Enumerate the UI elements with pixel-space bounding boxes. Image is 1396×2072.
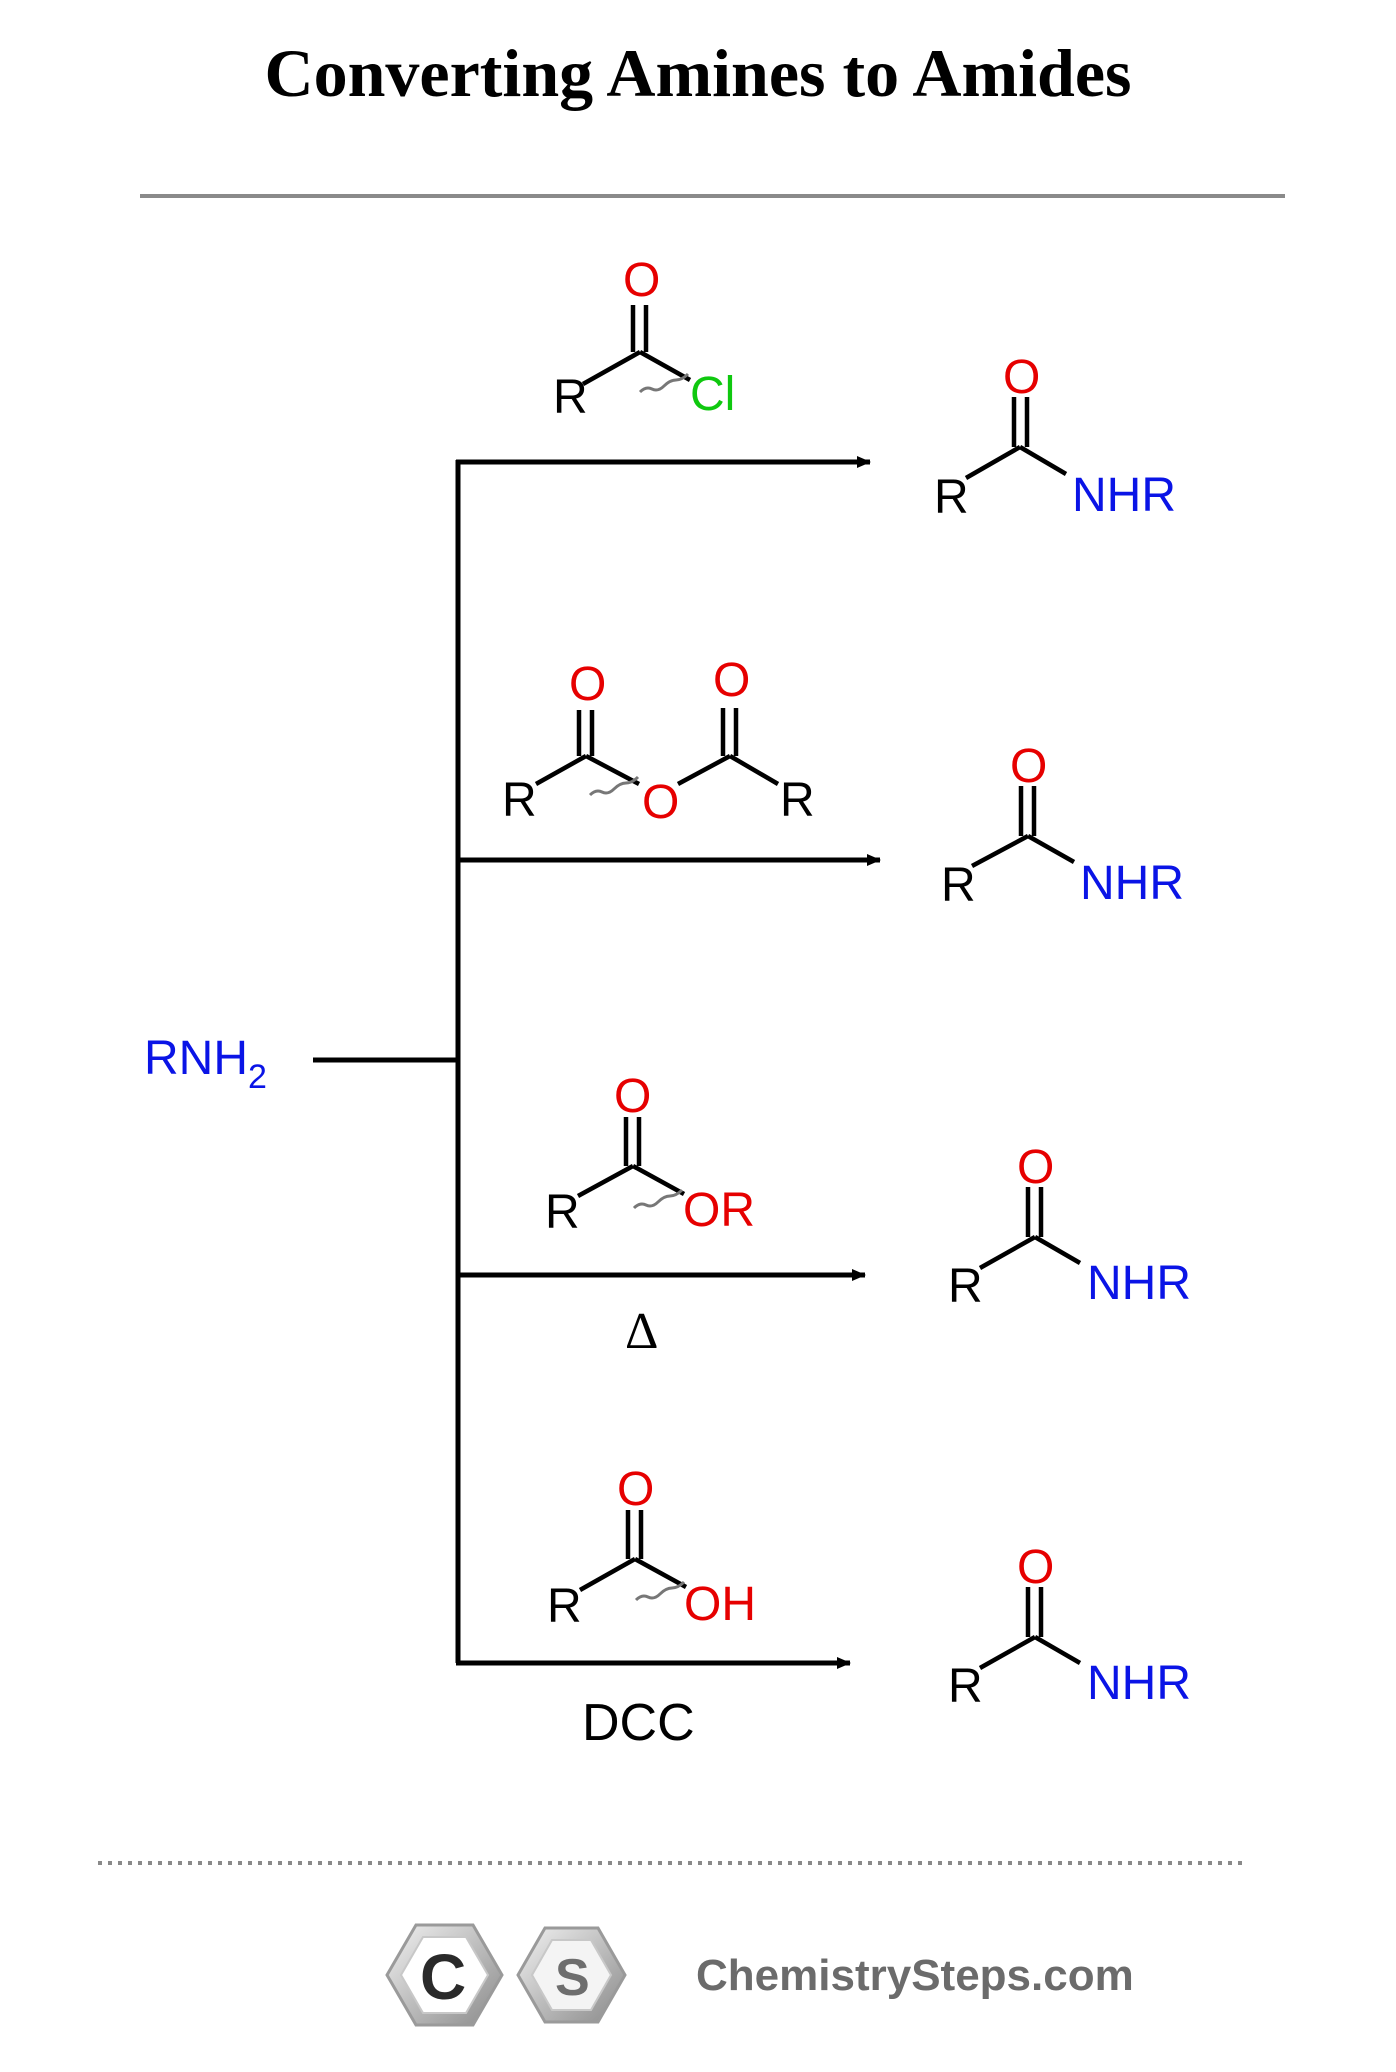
product-3-oxygen: O	[1017, 1141, 1054, 1194]
reagent-ester: O R OR	[545, 1070, 755, 1239]
product-4-amide-nitrogen: NHR	[1087, 1657, 1191, 1710]
reagent-2-r-group-left: R	[502, 774, 537, 827]
product-2-r-group: R	[941, 859, 976, 912]
reagent-2-oxygen-left: O	[569, 658, 606, 711]
product-1-oxygen: O	[1003, 351, 1040, 404]
product-amide-4: O R NHR	[948, 1541, 1191, 1713]
reagent-1-oxygen: O	[623, 254, 660, 307]
reagent-3-oxygen: O	[614, 1070, 651, 1123]
logo-letter-c: C	[420, 1941, 466, 2013]
chemistry-steps-logo: C S	[385, 1923, 627, 2027]
product-3-amide-nitrogen: NHR	[1087, 1257, 1191, 1310]
reagent-acid-chloride: O R Cl	[553, 254, 735, 424]
reagent-2-r-group-right: R	[780, 774, 815, 827]
product-amide-3: O R NHR	[948, 1141, 1191, 1313]
product-2-oxygen: O	[1010, 740, 1047, 793]
reagent-2-oxygen-right: O	[713, 654, 750, 707]
reagent-4-r-group: R	[547, 1580, 582, 1633]
condition-heat: Δ	[625, 1303, 658, 1360]
reagent-3-r-group: R	[545, 1186, 580, 1239]
reagent-4-leaving-group: OH	[684, 1578, 756, 1631]
reagent-carboxylic-acid: O R OH	[547, 1463, 756, 1633]
logo-letter-s: S	[555, 1949, 590, 2007]
reagent-acid-anhydride: O O R O R	[502, 654, 815, 829]
product-1-r-group: R	[934, 471, 969, 524]
product-4-oxygen: O	[1017, 1541, 1054, 1594]
product-amide-1: O R NHR	[934, 351, 1176, 524]
reagent-3-leaving-group: OR	[683, 1184, 755, 1237]
product-1-amide-nitrogen: NHR	[1072, 469, 1176, 522]
reagent-2-bridging-oxygen: O	[642, 776, 679, 829]
reagent-4-oxygen: O	[617, 1463, 654, 1516]
reagent-1-leaving-group: Cl	[690, 368, 735, 421]
product-amide-2: O R NHR	[941, 740, 1184, 912]
starting-amine: RNH2	[144, 1032, 267, 1096]
site-name: ChemistrySteps.com	[696, 1951, 1134, 2000]
page-title: Converting Amines to Amides	[264, 35, 1132, 111]
product-3-r-group: R	[948, 1260, 983, 1313]
reagent-1-r-group: R	[553, 371, 588, 424]
condition-dcc: DCC	[582, 1694, 695, 1752]
product-4-r-group: R	[948, 1660, 983, 1713]
product-2-amide-nitrogen: NHR	[1080, 857, 1184, 910]
